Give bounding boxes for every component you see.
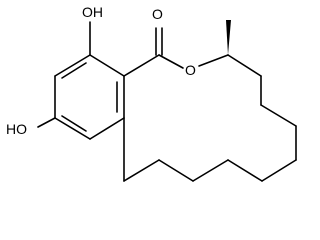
chain-bond-1 — [227, 54, 262, 77]
ester-bond-1 — [158, 54, 184, 69]
chain-bond-7 — [192, 159, 229, 182]
chemical-structure: OH O O HO — [6, 4, 297, 182]
chain-bond-8 — [158, 159, 194, 182]
oh-left-bond — [37, 117, 56, 128]
ring-double-bond-inner-2 — [61, 115, 87, 132]
methyl-wedge-bond — [226, 20, 231, 55]
ester-bond-2 — [198, 54, 229, 67]
carbonyl-oxygen-label: O — [152, 6, 163, 22]
chain-bond-9 — [123, 159, 160, 182]
ring-bond-3 — [89, 117, 125, 140]
chain-bond-6 — [227, 159, 263, 182]
hydroxyl-left-label: HO — [6, 121, 27, 137]
chain-bond-5 — [261, 159, 297, 182]
macrocycle-chain — [123, 54, 297, 182]
hydroxyl-top-label: OH — [82, 4, 103, 20]
ester-oxygen-label: O — [185, 62, 196, 78]
chain-bond-3 — [260, 104, 297, 127]
carbonyl-carbon-bond — [123, 54, 160, 77]
ring-bond-6 — [54, 54, 91, 77]
benzene-ring — [54, 54, 125, 140]
ring-bond-1 — [89, 54, 125, 77]
ring-double-bond-inner-3 — [61, 62, 87, 79]
ring-bond-4 — [54, 117, 91, 140]
